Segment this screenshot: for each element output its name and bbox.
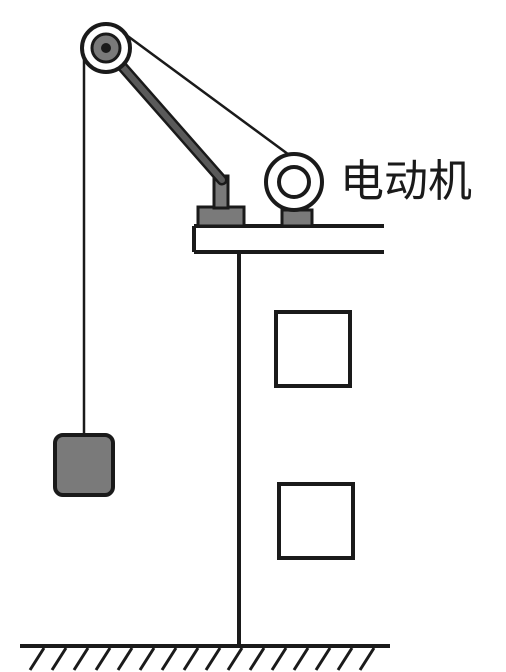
hanging-weight bbox=[53, 433, 115, 497]
roof-slab bbox=[192, 224, 384, 254]
crane-base bbox=[196, 205, 246, 228]
ground bbox=[20, 644, 390, 671]
motor bbox=[264, 152, 324, 212]
window-lower bbox=[277, 482, 355, 560]
motor-label: 电动机 bbox=[340, 156, 472, 207]
window-upper bbox=[274, 310, 352, 388]
pulley bbox=[80, 22, 132, 74]
rope-to-motor bbox=[113, 24, 297, 162]
motor-base bbox=[280, 208, 314, 228]
